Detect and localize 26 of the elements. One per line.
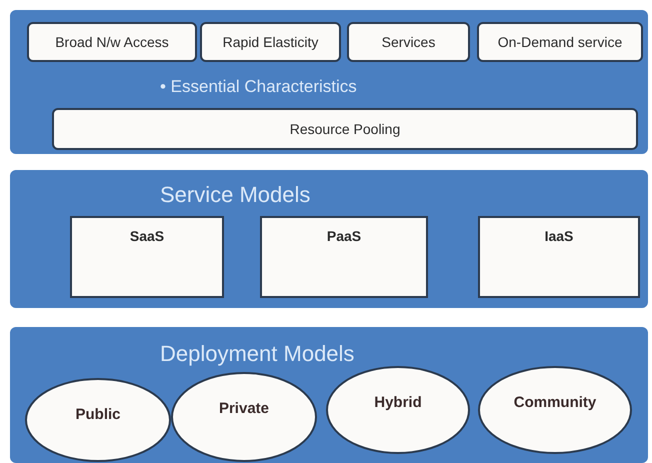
characteristic-box	[200, 22, 341, 62]
box-label: PaaS	[326, 227, 362, 246]
box-label: On-Demand service	[498, 32, 622, 52]
characteristic-box	[477, 22, 643, 62]
ellipse-label: Public	[75, 405, 120, 425]
service-model-box	[478, 216, 640, 298]
box-label: SaaS	[130, 227, 164, 246]
box-label: Resource Pooling	[290, 120, 400, 139]
section-band	[10, 170, 648, 308]
section-title: Service Models	[160, 181, 310, 209]
section-band	[10, 327, 648, 463]
ellipse-label: Community	[514, 393, 596, 413]
ellipse-label: Hybrid	[374, 393, 422, 413]
characteristic-box	[347, 22, 470, 62]
box-label: Broad N/w Access	[55, 32, 169, 52]
box-label: Services	[382, 32, 436, 52]
box-label: Rapid Elasticity	[222, 32, 318, 52]
characteristic-box	[27, 22, 197, 62]
characteristic-box	[52, 108, 638, 150]
ellipse-label: Private	[218, 399, 270, 419]
section-title: • Essential Characteristics	[160, 76, 357, 98]
section-band	[10, 10, 648, 154]
section-title: Deployment Models	[160, 340, 354, 368]
box-label: IaaS	[544, 227, 574, 246]
service-model-box	[70, 216, 224, 298]
service-model-box	[260, 216, 428, 298]
